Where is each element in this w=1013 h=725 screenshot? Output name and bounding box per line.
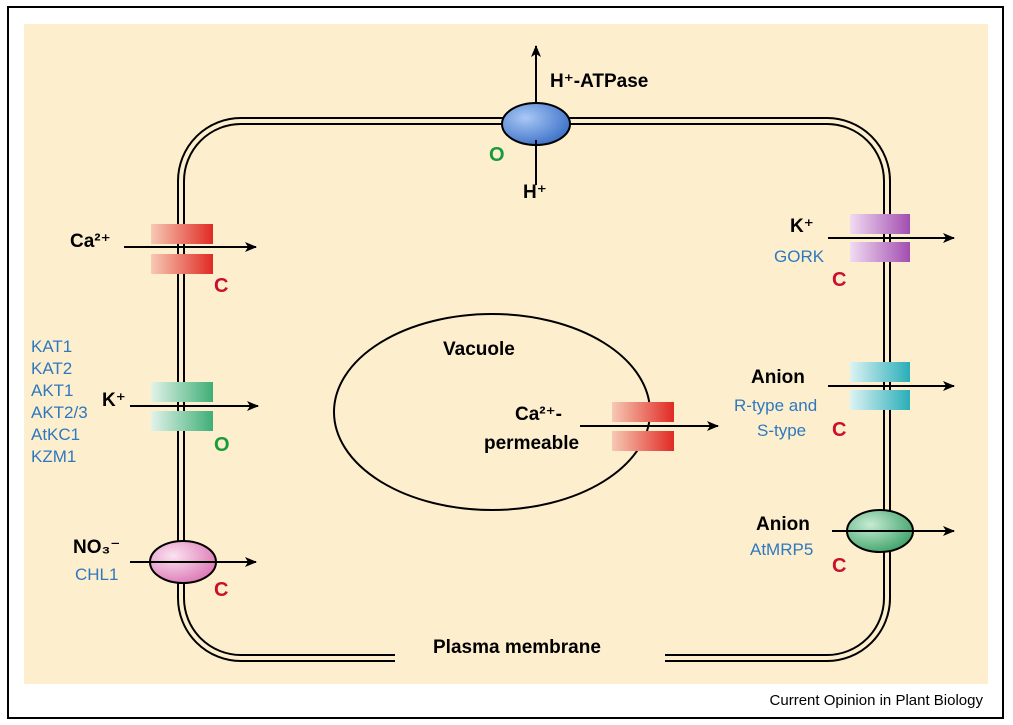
chl1-state: C: [214, 579, 229, 601]
anion1-state: C: [832, 419, 847, 441]
gork-label: GORK: [774, 247, 825, 266]
gene-label: KZM1: [31, 447, 77, 466]
chl1-transporter: [130, 540, 257, 584]
atpase-state: O: [489, 144, 505, 166]
atmrp5-state: C: [832, 555, 847, 577]
no3-label: NO₃⁻: [73, 537, 121, 558]
k-in-state: O: [214, 434, 230, 456]
vacuole-label: Vacuole: [443, 339, 515, 360]
plasma-membrane-label: Plasma membrane: [433, 637, 601, 658]
ca-label: Ca²⁺: [70, 231, 111, 252]
vacuole-ca-channel: [580, 402, 719, 451]
anion2-label: Anion: [756, 514, 810, 535]
k-in-gene-list: KAT1 KAT2 AKT1 AKT2/3 AtKC1 KZM1: [31, 336, 88, 468]
atpase-label: H⁺-ATPase: [550, 71, 649, 92]
ca-channel: [124, 224, 257, 274]
vacuole-channel-label-2: permeable: [484, 433, 580, 454]
gork-channel: [828, 214, 955, 262]
gene-label: KAT1: [31, 337, 73, 356]
atmrp5-transporter: [832, 509, 955, 553]
h-atpase-pump: [501, 45, 571, 185]
chl1-label: CHL1: [75, 565, 119, 584]
h-plus-label: H⁺: [523, 182, 547, 203]
k-out-label: K⁺: [790, 216, 814, 237]
ca-state: C: [214, 275, 229, 297]
anion1-gene-label: R-type and: [734, 396, 818, 415]
vacuole-channel-label: Ca²⁺-: [515, 404, 562, 425]
anion-channel: [828, 362, 955, 410]
gene-label: AtKC1: [31, 425, 81, 444]
gork-state: C: [832, 269, 847, 291]
anion1-gene-label-2: S-type: [757, 421, 807, 440]
credit-line: Current Opinion in Plant Biology: [769, 692, 983, 709]
gene-label: AKT2/3: [31, 403, 88, 422]
gene-label: KAT2: [31, 359, 73, 378]
gene-label: AKT1: [31, 381, 74, 400]
k-in-label: K⁺: [102, 390, 126, 411]
k-inward-channel: [130, 382, 259, 431]
atmrp5-label: AtMRP5: [750, 540, 814, 559]
anion1-label: Anion: [751, 367, 805, 388]
